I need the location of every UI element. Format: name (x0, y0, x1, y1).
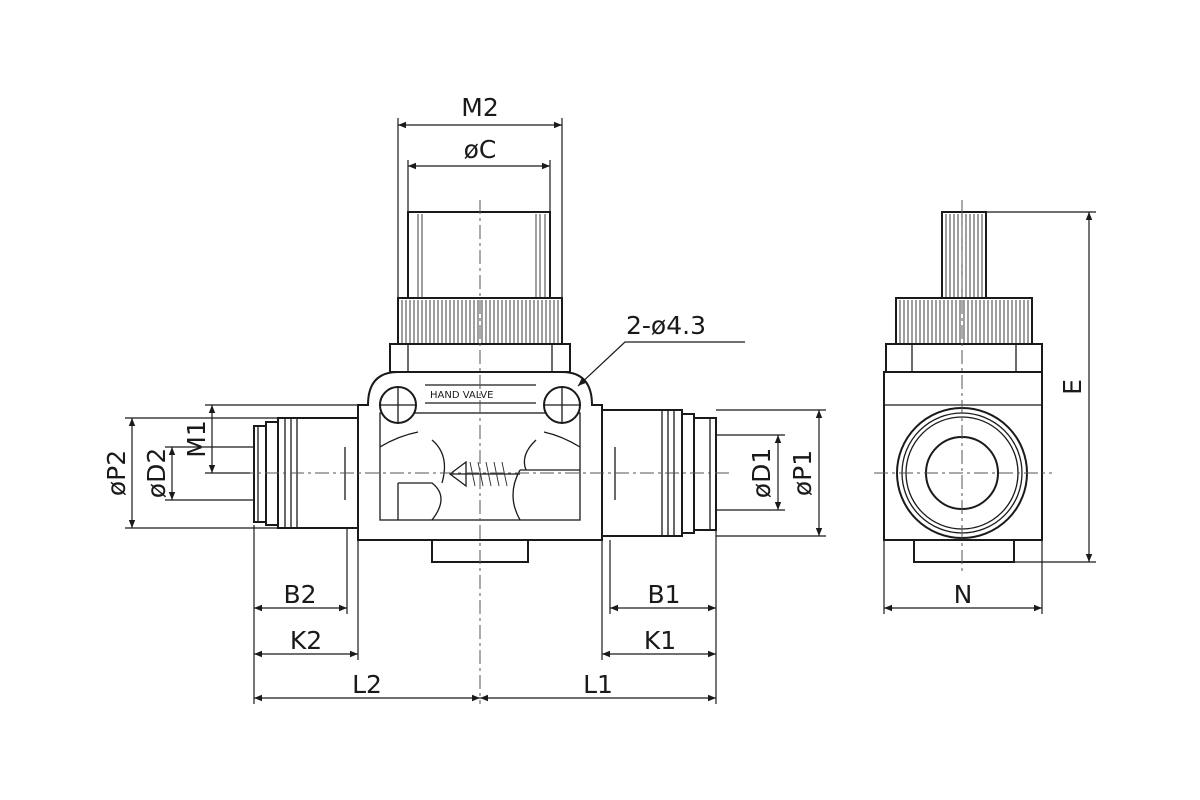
side-body (883, 371, 1043, 541)
label-l2: L2 (352, 670, 382, 699)
mounting-hole-left (379, 386, 417, 424)
dimensions: M2 øC 2-ø4.3 M1 øD2 øP2 øD1 øP1 (102, 93, 1096, 704)
label-phi-p2: øP2 (102, 450, 131, 496)
label-b1: B1 (647, 580, 680, 609)
hand-valve-label: HAND VALVE (430, 390, 493, 401)
label-m2: M2 (461, 93, 498, 122)
label-holes: 2-ø4.3 (626, 311, 706, 340)
label-k1: K1 (644, 626, 676, 655)
label-n: N (954, 580, 973, 609)
label-m1: M1 (182, 420, 211, 457)
side-knob-stem (941, 211, 987, 301)
side-bottom-boss (913, 539, 1015, 563)
spring (469, 461, 508, 487)
label-phi-c: øC (464, 135, 497, 164)
label-k2: K2 (290, 626, 322, 655)
label-b2: B2 (283, 580, 316, 609)
side-view (874, 200, 1052, 575)
mounting-hole-right (543, 386, 581, 424)
front-view: HAND VALVE (240, 200, 730, 704)
label-phi-d1: øD1 (747, 448, 776, 498)
knob-cap (407, 211, 551, 301)
label-e: E (1058, 379, 1087, 395)
leader-holes (577, 341, 745, 387)
label-l1: L1 (583, 670, 613, 699)
label-phi-p1: øP1 (788, 450, 817, 496)
knob-cap-shading (417, 214, 546, 298)
side-bonnet (885, 343, 1043, 373)
label-phi-d2: øD2 (142, 448, 171, 498)
